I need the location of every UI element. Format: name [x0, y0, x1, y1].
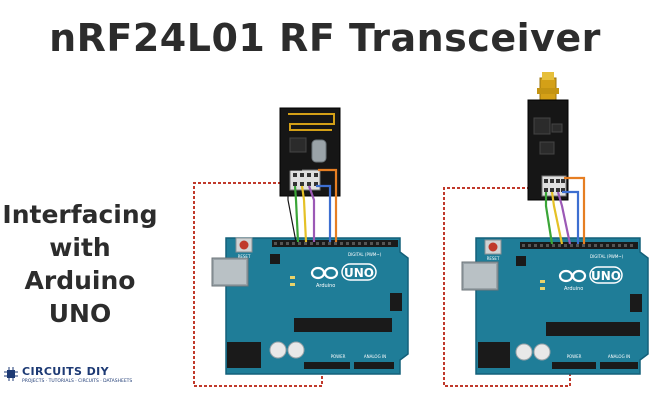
- subtitle: Interfacing with Arduino UNO: [0, 198, 166, 330]
- right-power-label: POWER: [567, 354, 582, 359]
- right-nrf24l01-pa-lna-module: [527, 72, 569, 201]
- left-analog-label: ANALOG IN: [364, 354, 386, 359]
- right-capacitor-2: [533, 343, 551, 361]
- left-digital-label: DIGITAL (PWM~): [348, 252, 382, 257]
- logo-tagline: PROJECTS · TUTORIALS · CIRCUITS · DATASH…: [22, 379, 133, 384]
- left-reset-label: RESET: [238, 254, 251, 259]
- left-power-header: [304, 362, 350, 369]
- right-setup: RESET DIGITAL (PWM~): [443, 72, 649, 387]
- left-microcontroller: [294, 318, 392, 332]
- right-uno-text: UNO: [591, 269, 621, 283]
- left-capacitor-1: [269, 341, 287, 359]
- right-reset-label: RESET: [487, 256, 500, 261]
- subtitle-line-3: Arduino UNO: [24, 266, 136, 328]
- left-signal-wires: [287, 168, 338, 243]
- right-power-header: [552, 362, 596, 369]
- right-arduino-logo: [558, 269, 587, 283]
- left-setup: RESET DIGITAL (PWM~): [193, 107, 409, 387]
- right-microcontroller: [546, 322, 640, 336]
- left-analog-header: [354, 362, 394, 369]
- right-brand-text: Arduino: [564, 286, 583, 292]
- left-brand-text: Arduino: [316, 283, 335, 289]
- subtitle-line-2: with: [49, 233, 111, 262]
- left-power-jack: [227, 342, 261, 368]
- right-capacitor-1: [515, 343, 533, 361]
- page-title: nRF24L01 RF Transceiver: [49, 16, 601, 60]
- left-power-label: POWER: [331, 354, 346, 359]
- left-arduino-board: RESET DIGITAL (PWM~): [211, 237, 409, 375]
- left-capacitor-2: [287, 341, 305, 359]
- left-uno-text: UNO: [344, 266, 374, 280]
- right-analog-label: ANALOG IN: [608, 354, 630, 359]
- circuits-diy-logo: CIRCUITS DIY PROJECTS · TUTORIALS · CIRC…: [3, 362, 132, 390]
- left-nrf24l01-module: [279, 107, 341, 197]
- logo-name: CIRCUITS DIY: [22, 365, 109, 378]
- right-analog-header: [600, 362, 638, 369]
- subtitle-line-1: Interfacing: [2, 200, 158, 229]
- right-power-jack: [478, 342, 510, 368]
- left-power-wire: [193, 182, 323, 387]
- right-arduino-board: RESET DIGITAL (PWM~): [461, 237, 649, 375]
- right-signal-wires: [544, 176, 586, 245]
- right-digital-label: DIGITAL (PWM~): [590, 254, 624, 259]
- left-arduino-logo: [310, 266, 339, 280]
- right-power-wire: [443, 187, 571, 387]
- circuit-chip-icon: [4, 367, 18, 381]
